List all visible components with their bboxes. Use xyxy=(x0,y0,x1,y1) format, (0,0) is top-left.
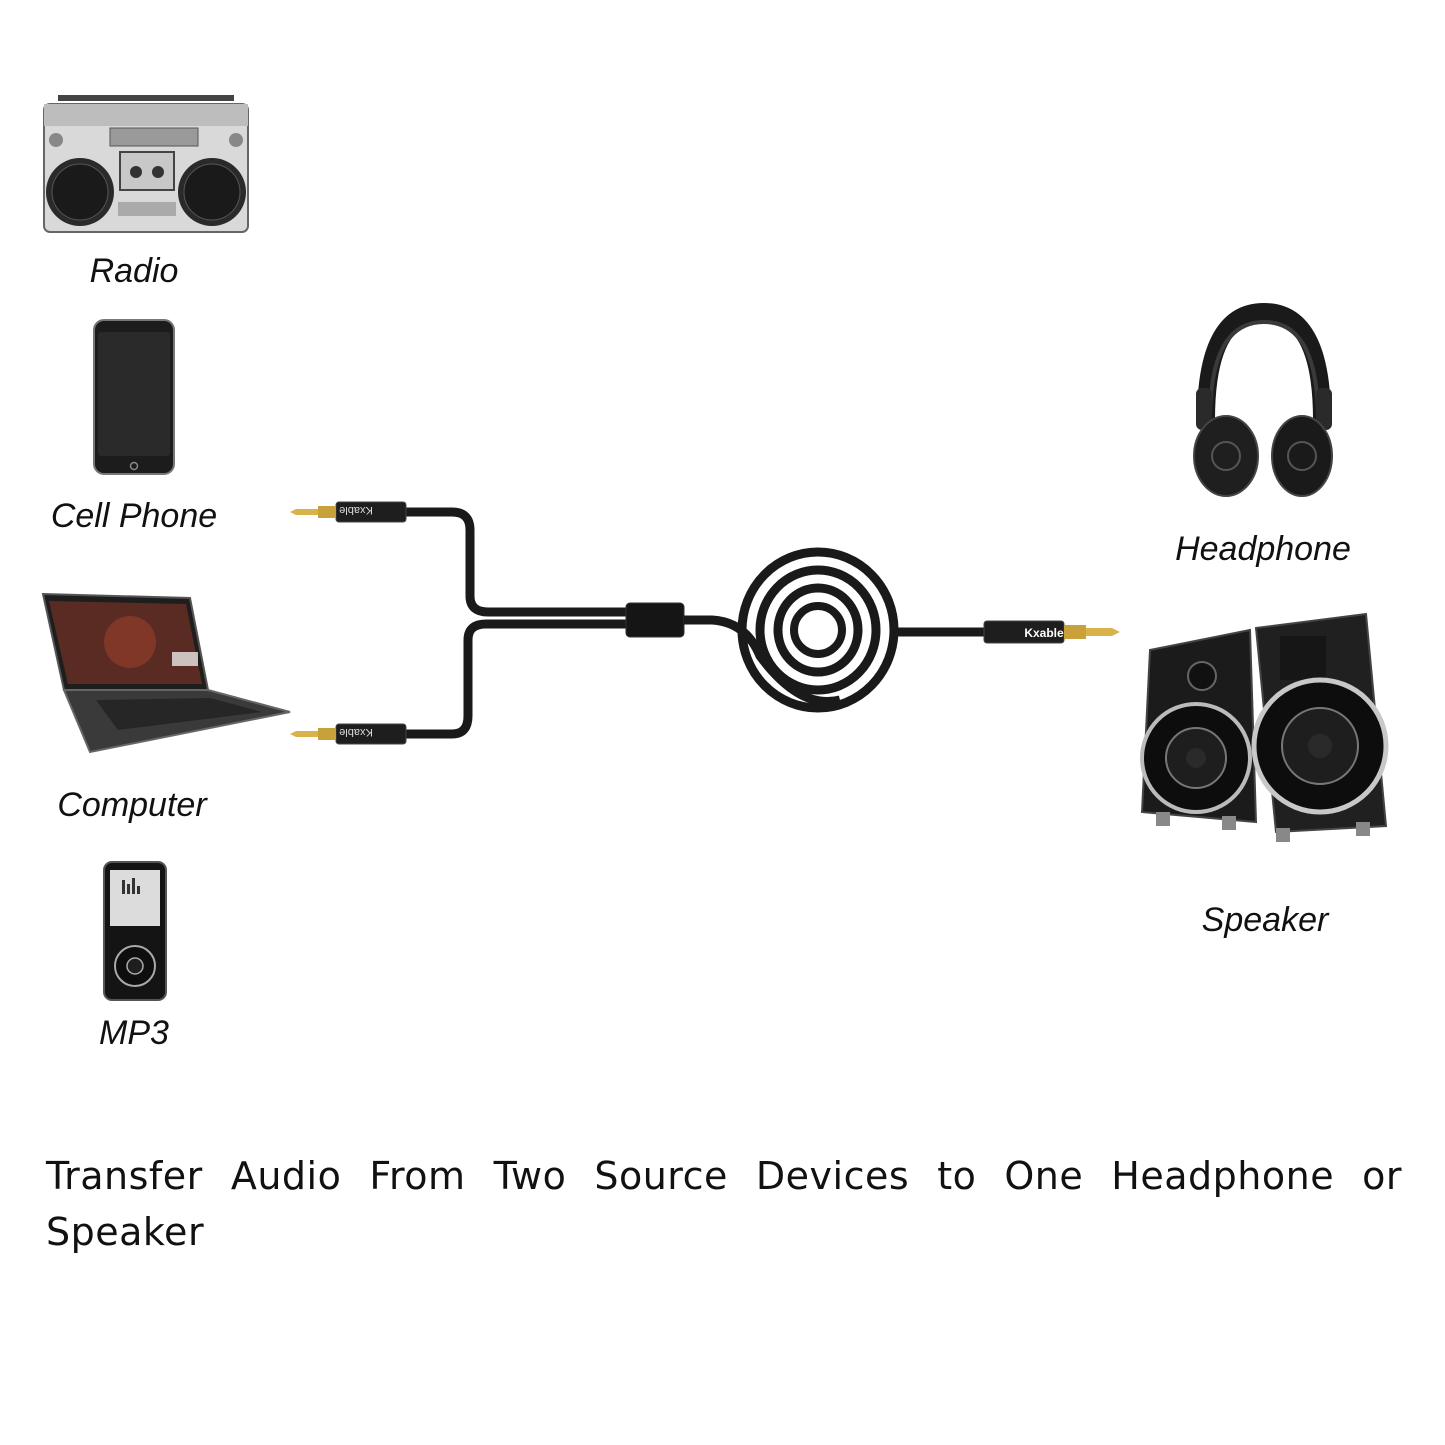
mp3-player-icon xyxy=(103,861,167,1001)
y-splitter-audio-cable-icon xyxy=(290,501,1120,745)
boombox-radio-icon xyxy=(43,95,249,233)
headphones-icon xyxy=(1193,302,1333,497)
smartphone-icon xyxy=(93,319,175,475)
caption-text: Transfer Audio From Two Source Devices t… xyxy=(46,1154,1402,1254)
cable-brand-bottom: Kxable xyxy=(339,726,373,738)
laptop-icon xyxy=(41,592,291,754)
speaker-label: Speaker xyxy=(1201,901,1329,939)
radio-label: Radio xyxy=(89,252,179,290)
mp3-label: MP3 xyxy=(99,1014,169,1052)
speakers-icon xyxy=(1140,612,1389,842)
cell-phone-label: Cell Phone xyxy=(50,497,218,535)
cable-brand-right: Kxable xyxy=(1024,626,1064,640)
cable-brand-top: Kxable xyxy=(339,504,373,516)
headphone-label: Headphone xyxy=(1175,530,1351,568)
computer-label: Computer xyxy=(57,786,207,824)
